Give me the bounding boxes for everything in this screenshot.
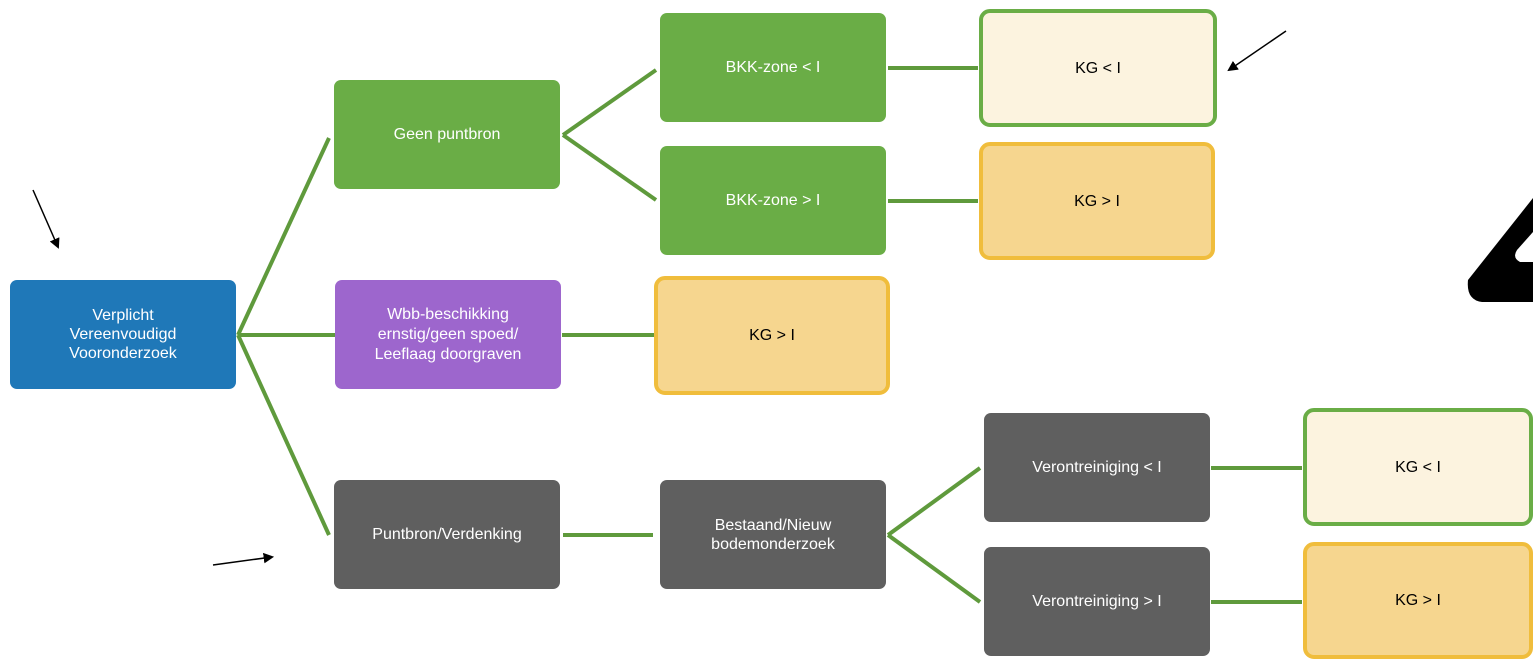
result-kg-high-bkk: KG > I: [979, 142, 1215, 260]
sub-bodemonderzoek-line-2: bodemonderzoek: [711, 535, 835, 553]
sub-bkk-zone-low-label: BKK-zone < I: [725, 59, 821, 76]
result-kg-high-wbb: KG > I: [654, 276, 890, 395]
result-kg-high-verontreiniging-label: KG > I: [1395, 592, 1441, 609]
sub-verontreiniging-low-label: Verontreiniging < I: [1032, 459, 1162, 476]
arrow-icon: [1227, 30, 1287, 72]
sub-bodemonderzoek-line-1: Bestaand/Nieuw: [714, 516, 832, 534]
sub-bkk-zone-high: BKK-zone > I: [660, 146, 886, 255]
branch-wbb-line-3: Leeflaag doorgraven: [374, 345, 522, 363]
sub-verontreiniging-high-label: Verontreiniging > I: [1032, 593, 1162, 610]
branch-geen-puntbron: Geen puntbron: [334, 80, 560, 189]
result-kg-high-verontreiniging: KG > I: [1303, 542, 1533, 659]
result-kg-low-bkk: KG < I: [979, 9, 1217, 127]
arrow-icon: [32, 189, 60, 249]
annotation-arrows: [32, 30, 1287, 566]
connector-lines: [236, 66, 1302, 604]
connector-onderzoek-to-veront-low: [886, 466, 982, 537]
result-kg-high-bkk-label: KG > I: [1074, 192, 1120, 210]
start-line-1: Verplicht: [92, 307, 154, 324]
result-kg-low-verontreiniging: KG < I: [1303, 408, 1533, 526]
arrow-icon: [212, 552, 275, 566]
branch-puntbron-verdenking: Puntbron/Verdenking: [334, 480, 560, 589]
result-kg-low-verontreiniging-label: KG < I: [1395, 458, 1441, 476]
sub-bodemonderzoek: Bestaand/Nieuw bodemonderzoek: [660, 480, 886, 589]
start-line-2: Vereenvoudigd: [69, 326, 177, 343]
connector-start-to-geen-puntbron: [236, 137, 331, 336]
result-kg-high-wbb-label: KG > I: [749, 327, 795, 344]
connector-onderzoek-to-veront-high: [886, 533, 982, 604]
sub-bkk-zone-low: BKK-zone < I: [660, 13, 886, 122]
sub-bkk-zone-high-label: BKK-zone > I: [725, 192, 821, 209]
sub-verontreiniging-high: Verontreiniging > I: [984, 547, 1210, 656]
branch-wbb-line-1: Wbb-beschikking: [387, 305, 509, 323]
connector-start-to-puntbron: [236, 334, 331, 536]
start-line-3: Vooronderzoek: [69, 345, 177, 362]
branch-wbb-beschikking: Wbb-beschikking ernstig/geen spoed/ Leef…: [335, 280, 561, 389]
branch-puntbron-label: Puntbron/Verdenking: [372, 526, 522, 543]
branch-geen-puntbron-label: Geen puntbron: [393, 126, 501, 143]
connector-geen-puntbron-to-bkk-high: [561, 133, 658, 202]
result-kg-low-bkk-label: KG < I: [1075, 59, 1121, 77]
sub-verontreiniging-low: Verontreiniging < I: [984, 413, 1210, 522]
connector-geen-puntbron-to-bkk-low: [561, 68, 658, 137]
branch-wbb-line-2: ernstig/geen spoed/: [377, 325, 519, 343]
start-node: Verplicht Vereenvoudigd Vooronderzoek: [10, 280, 236, 389]
warning-triangle-icon: [1467, 198, 1533, 302]
